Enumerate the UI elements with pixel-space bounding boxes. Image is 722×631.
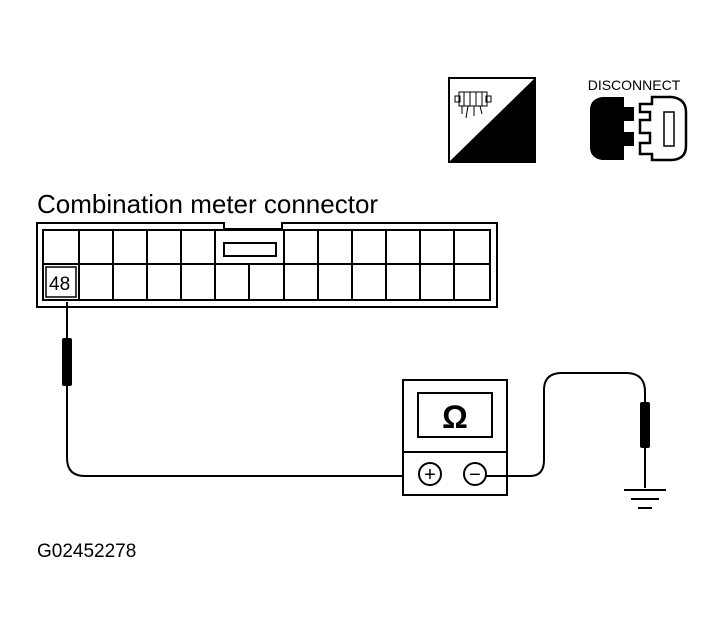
harness-side-icon: H.S. [448,77,536,163]
connector-latch [223,242,277,257]
terminal-48-cell [45,266,77,298]
ground-probe [640,402,650,488]
ohmmeter-display [417,392,493,438]
ohmmeter: Ω + − [402,379,508,496]
connector-cavity-grid [78,230,455,300]
hs-icon-label: H.S. [484,137,527,162]
positive-terminal: + [418,462,442,486]
disconnect-icon: DISCONNECT [588,77,688,162]
disconnect-connector-left [590,97,634,160]
terminal-label: 48 [49,274,70,295]
plus-symbol: + [424,464,436,486]
connector-title: Combination meter connector [37,189,378,219]
positive-probe [62,302,72,386]
ground-symbol [624,489,666,509]
positive-lead-wire [66,386,421,477]
negative-terminal: − [463,462,487,486]
minus-symbol: − [469,464,481,486]
harness-connector-sketch [454,91,492,119]
disconnect-connector-right [638,95,688,162]
combination-meter-connector: 48 [36,222,498,308]
ohm-symbol: Ω [442,399,468,435]
disconnect-label: DISCONNECT [588,77,681,93]
figure-id: G02452278 [37,541,136,562]
negative-lead-wire [486,372,646,477]
